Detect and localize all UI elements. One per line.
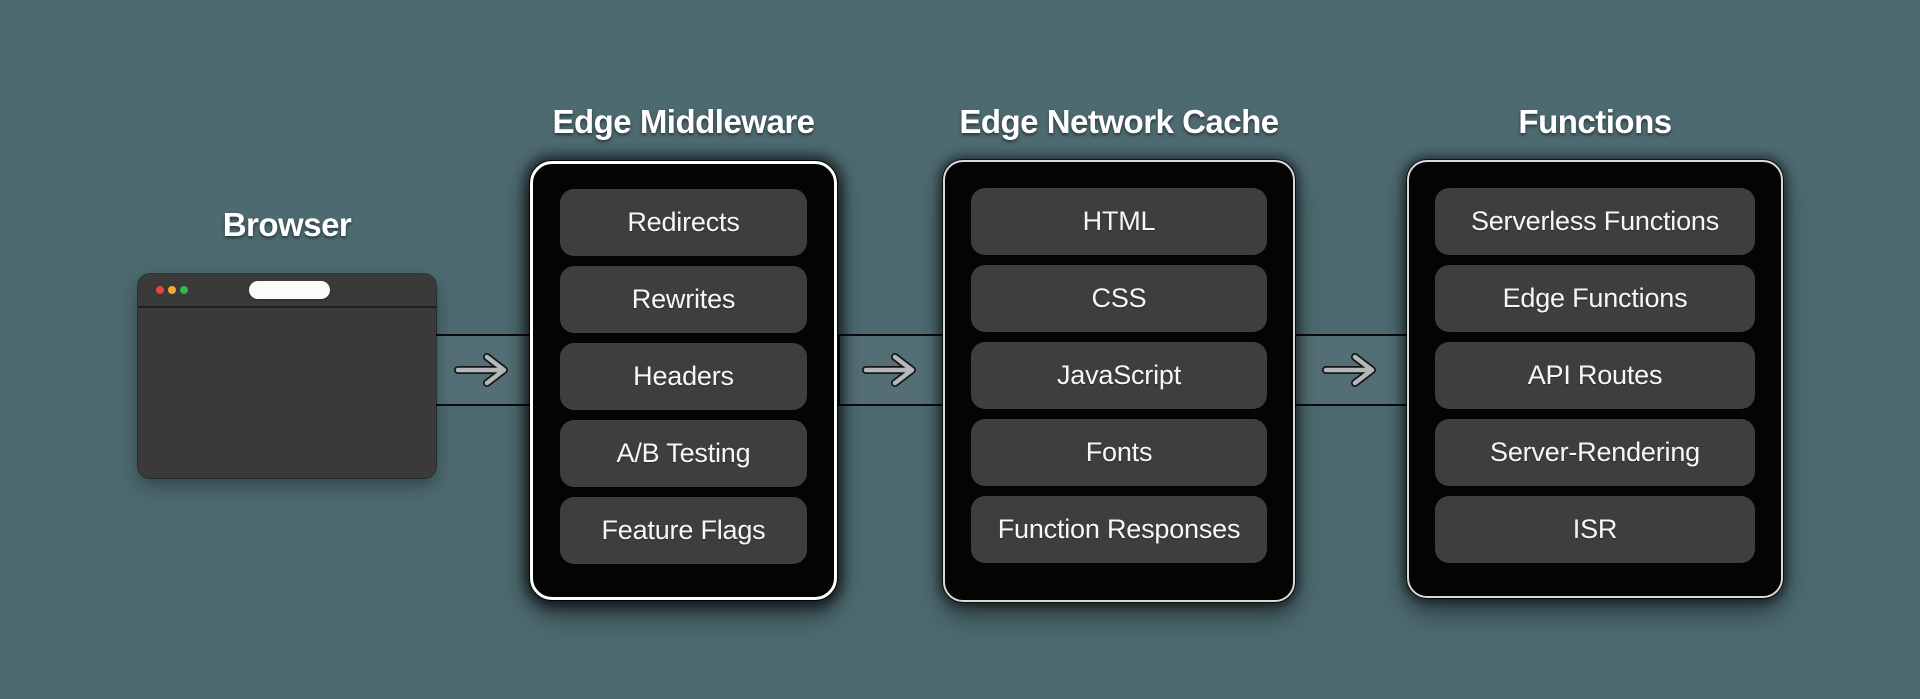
panel-item-rewrites: Rewrites [560, 266, 807, 333]
connector-edge-middleware-to-edge-network-cache [838, 334, 945, 406]
panel-item-api-routes: API Routes [1435, 342, 1755, 409]
connector-browser-to-edge-middleware [434, 334, 533, 406]
panel-item-headers: Headers [560, 343, 807, 410]
edge-network-cache-title: Edge Network Cache [959, 103, 1279, 140]
panel-item-ab-testing: A/B Testing [560, 420, 807, 487]
panel-item-function-responses: Function Responses [971, 496, 1267, 563]
browser-window [138, 274, 436, 478]
arrow-right-icon [861, 353, 916, 387]
panel-item-redirects: Redirects [560, 189, 807, 256]
traffic-light-close-icon [156, 286, 164, 294]
panel-item-fonts: Fonts [971, 419, 1267, 486]
browser-url-bar [249, 281, 330, 299]
panel-item-html: HTML [971, 188, 1267, 255]
functions-panel: Serverless Functions Edge Functions API … [1407, 160, 1783, 598]
panel-item-css: CSS [971, 265, 1267, 332]
connector-edge-network-cache-to-functions [1294, 334, 1409, 406]
panel-item-edge-functions: Edge Functions [1435, 265, 1755, 332]
edge-network-cache-panel: HTML CSS JavaScript Fonts Function Respo… [943, 160, 1295, 602]
panel-item-serverless-functions: Serverless Functions [1435, 188, 1755, 255]
browser-titlebar [138, 274, 436, 308]
edge-middleware-title: Edge Middleware [552, 103, 815, 140]
traffic-light-minimize-icon [168, 286, 176, 294]
panel-item-server-rendering: Server-Rendering [1435, 419, 1755, 486]
traffic-light-zoom-icon [180, 286, 188, 294]
panel-item-isr: ISR [1435, 496, 1755, 563]
arrow-right-icon [1321, 353, 1376, 387]
browser-title: Browser [222, 206, 352, 243]
browser-viewport [138, 308, 436, 478]
functions-title: Functions [1518, 103, 1672, 140]
panel-item-feature-flags: Feature Flags [560, 497, 807, 564]
edge-middleware-panel: Redirects Rewrites Headers A/B Testing F… [530, 161, 837, 600]
panel-item-javascript: JavaScript [971, 342, 1267, 409]
arrow-right-icon [453, 353, 508, 387]
